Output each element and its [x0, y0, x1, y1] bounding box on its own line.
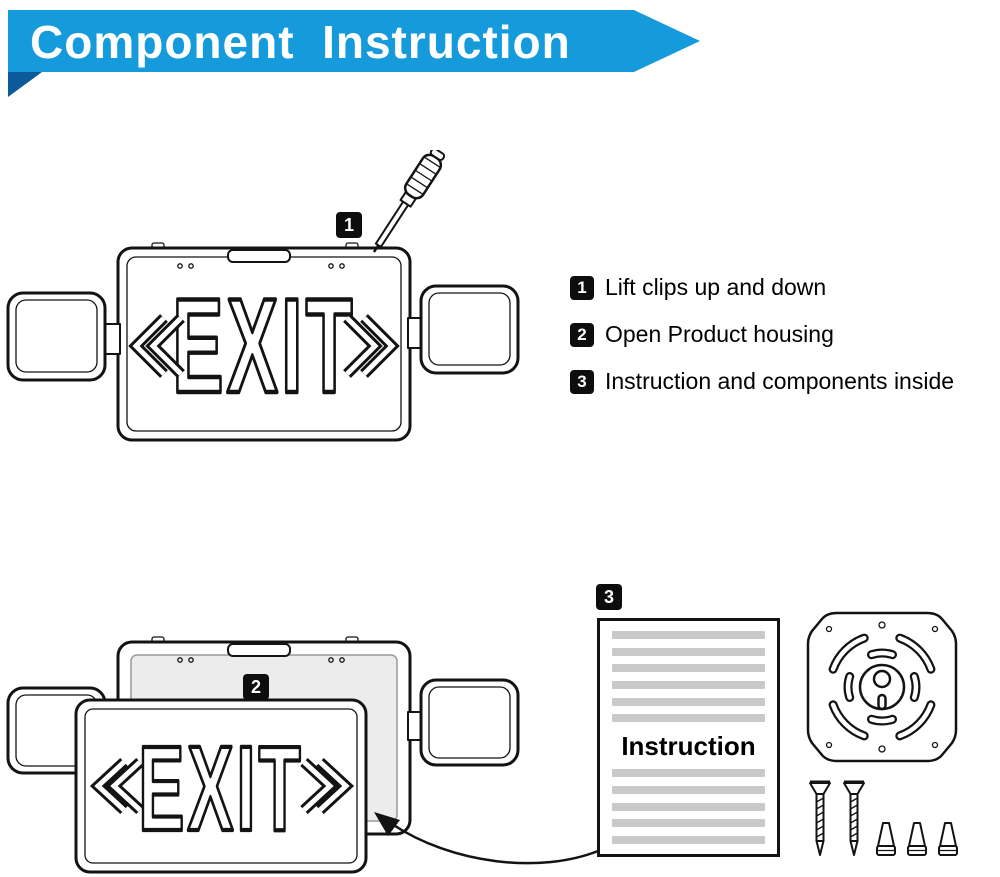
wall-anchor-icon [907, 822, 927, 856]
side-lamp-right [407, 678, 520, 767]
step-label: Open Product housing [605, 321, 834, 347]
text-line-bar [612, 697, 765, 706]
diagram-marker-1: 1 [336, 212, 362, 238]
exit-sign-diagram-closed: EXIT [6, 150, 520, 442]
page-title: Component Instruction [30, 16, 571, 68]
exit-sign-text: EXIT [138, 721, 303, 856]
text-line-bar [612, 714, 765, 723]
mounting-screws [809, 780, 865, 856]
text-line-bar [612, 786, 765, 794]
step-number-badge: 2 [570, 322, 594, 347]
screw-icon [843, 780, 865, 856]
title-banner [8, 10, 700, 97]
text-line-bar [612, 631, 765, 639]
side-lamp-right [407, 284, 520, 375]
text-line-bar [612, 769, 765, 778]
exit-legend: EXIT [128, 270, 400, 423]
exit-sign-diagram-open: EXIT [6, 636, 599, 874]
double-chevron-right-icon [300, 757, 355, 815]
step-number-badge: 1 [570, 275, 594, 300]
banner-fold-triangle [8, 72, 42, 97]
instruction-step: 1 Lift clips up and down [570, 274, 954, 301]
exit-sign-front-cover: EXIT [74, 698, 368, 874]
step-number-badge: 3 [570, 369, 594, 394]
exit-sign-text: EXIT [172, 272, 355, 422]
instruction-step: 2 Open Product housing [570, 321, 954, 348]
banner-arrow-ribbon [8, 10, 700, 72]
wall-anchor-icon [876, 822, 896, 856]
instruction-step: 3 Instruction and components inside [570, 368, 954, 395]
wall-anchor-icon [938, 822, 958, 856]
text-line-bar [612, 664, 765, 673]
mounting-plate-icon [806, 611, 958, 763]
text-line-bar [612, 819, 765, 828]
wall-anchors [876, 822, 958, 856]
instruction-booklet: Instruction [597, 618, 780, 857]
double-chevron-right-icon [343, 314, 400, 378]
double-chevron-left-icon [89, 757, 144, 815]
screw-icon [809, 780, 831, 856]
instruction-steps: 1 Lift clips up and down 2 Open Product … [570, 274, 954, 395]
leader-arrow-icon [374, 812, 599, 865]
double-chevron-left-icon [128, 314, 185, 378]
diagram-marker-2: 2 [243, 674, 269, 700]
text-line-bar [612, 802, 765, 811]
step-label: Instruction and components inside [605, 368, 955, 394]
text-line-bar [612, 647, 765, 656]
side-lamp-left [6, 291, 121, 382]
screwdriver-icon [372, 150, 446, 253]
booklet-title: Instruction [621, 730, 756, 761]
step-label: Lift clips up and down [605, 274, 827, 300]
text-line-bar [612, 680, 765, 689]
text-line-bar [612, 835, 765, 844]
diagram-marker-3: 3 [596, 584, 622, 610]
